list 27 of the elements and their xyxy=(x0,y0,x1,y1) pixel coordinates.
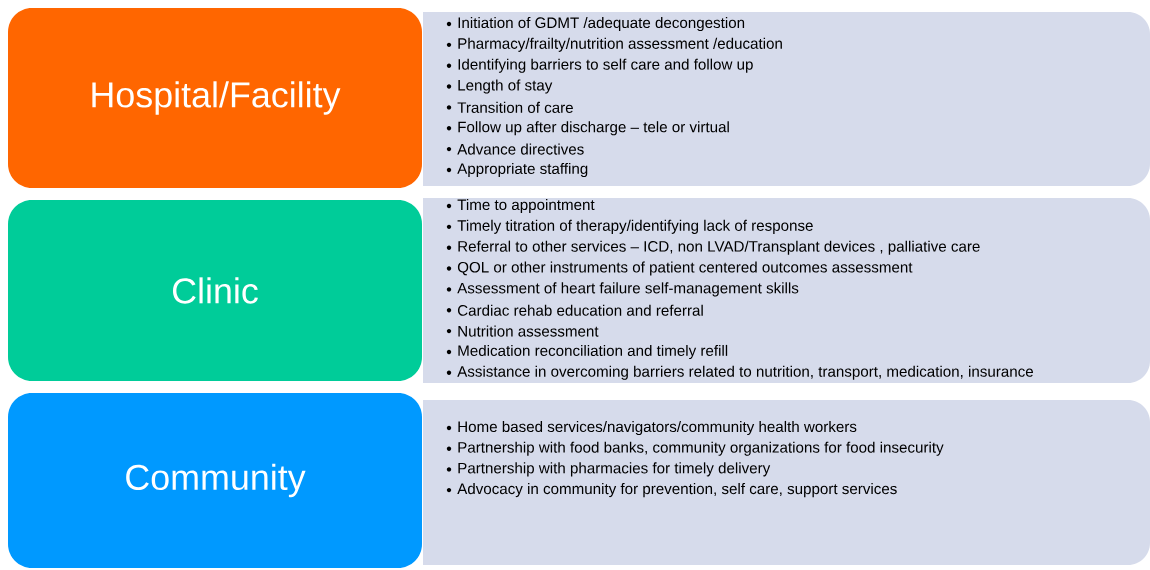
bullet-item: Assessment of heart failure self-management skills xyxy=(457,282,799,297)
bullet-item: Appropriate staffing xyxy=(457,162,588,177)
bullet-item: Follow up after discharge – tele or virtual xyxy=(458,121,729,136)
bullet-item: Pharmacy/frailty/nutrition assessment /education xyxy=(458,37,782,52)
bullet-item: Partnership with pharmacies for timely delivery xyxy=(458,462,771,477)
bullet-item: Medication reconciliation and timely refill xyxy=(458,344,728,359)
bullet-item: Referral to other services – ICD, non LVAD/Transplant devices , palliative care xyxy=(458,240,980,255)
bullet-item: Initiation of GDMT /adequate decongestion xyxy=(458,16,745,32)
bullet-item: Partnership with food banks, community organizations for food insecurity xyxy=(458,441,944,456)
bullet-item: Transition of care xyxy=(457,101,573,113)
category-box: Community xyxy=(8,393,422,568)
bullet-item: Nutrition assessment xyxy=(458,325,599,337)
bullet-item: Time to appointment xyxy=(457,198,595,214)
bullet-item: QOL or other instruments of patient centered outcomes assessment xyxy=(457,261,913,276)
bullet-item: Length of stay xyxy=(458,79,553,94)
bullet-item: Identifying barriers to self care and follow up xyxy=(458,58,753,73)
bullet-item: Assistance in overcoming barriers related to nutrition, transport, medication, insurance xyxy=(457,365,1033,380)
bullet-item: Home based services/navigators/community health workers xyxy=(458,420,857,436)
list-panel xyxy=(423,198,1150,383)
bullet-item: Cardiac rehab education and referral xyxy=(457,304,703,316)
list-panel xyxy=(423,12,1150,186)
list-panel xyxy=(423,400,1150,565)
category-box: Hospital/Facility xyxy=(8,8,422,188)
bullet-item: Advance directives xyxy=(457,143,584,155)
category-box: Clinic xyxy=(8,200,422,381)
bullet-item: Timely titration of therapy/identifying lack of response xyxy=(457,219,813,234)
bullet-item: Advocacy in community for prevention, self care, support services xyxy=(457,483,897,498)
